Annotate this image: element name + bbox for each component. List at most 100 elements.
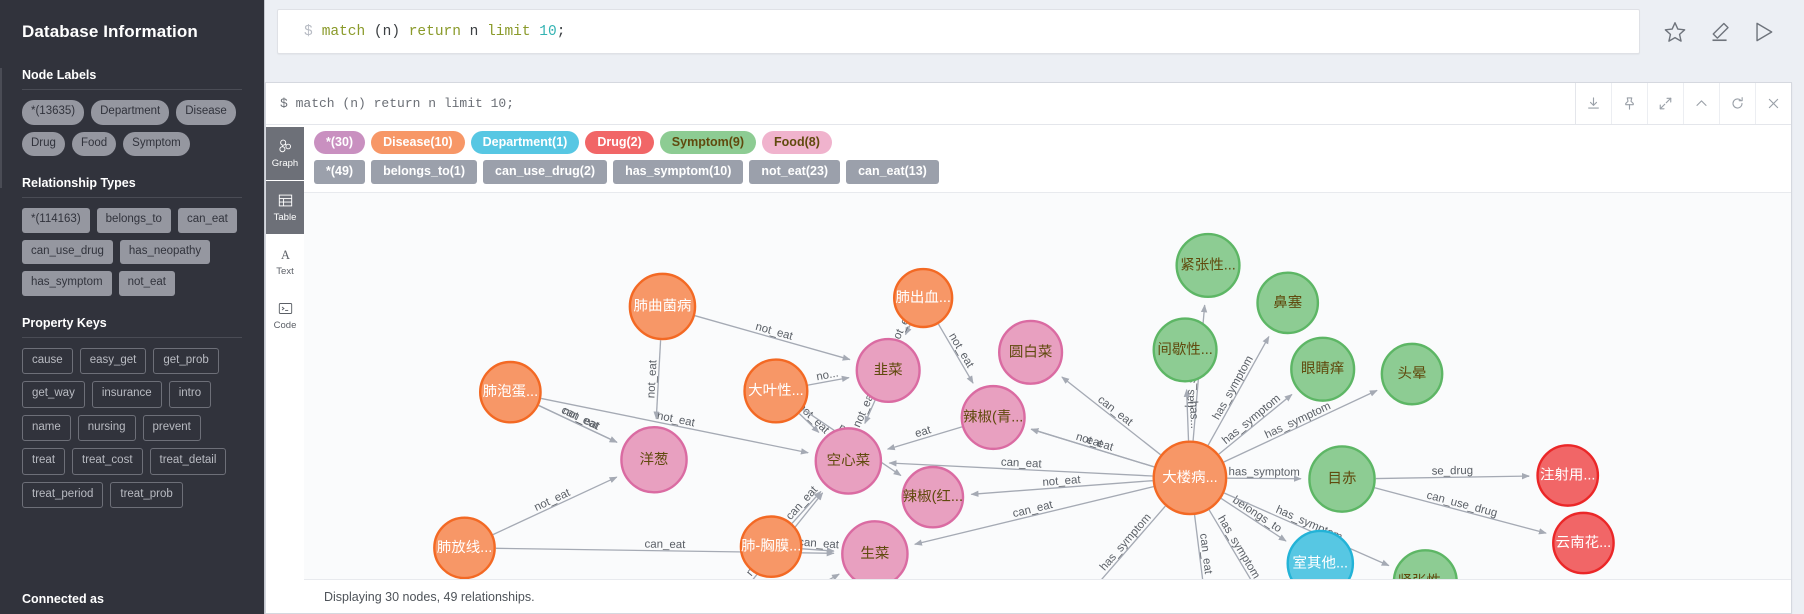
- sidebar-chip[interactable]: treat_period: [22, 481, 104, 508]
- legend-label-chip[interactable]: Food(8): [762, 131, 832, 155]
- graph-node[interactable]: [893, 267, 954, 328]
- graph-node[interactable]: [478, 360, 542, 424]
- sidebar-chip[interactable]: can_use_drug: [22, 239, 113, 264]
- graph-node[interactable]: [998, 319, 1064, 385]
- graph-node[interactable]: [855, 337, 921, 403]
- sidebar-chip[interactable]: treat_cost: [72, 448, 143, 475]
- graph-relationship[interactable]: [886, 425, 963, 450]
- sidebar-chip[interactable]: easy_get: [79, 347, 147, 374]
- fullscreen-icon[interactable]: [1647, 83, 1683, 124]
- tab-graph[interactable]: Graph: [266, 127, 304, 181]
- sidebar-chip[interactable]: Food: [71, 131, 117, 156]
- graph-relationship[interactable]: [1218, 393, 1293, 455]
- sidebar-chip[interactable]: Disease: [176, 100, 236, 125]
- collapse-icon[interactable]: [1683, 83, 1719, 124]
- graph-relationship[interactable]: [802, 547, 835, 554]
- graph-relationship[interactable]: [937, 323, 974, 384]
- sidebar-chip[interactable]: has_symptom: [22, 271, 112, 296]
- graph-relationship[interactable]: [653, 339, 662, 420]
- graph-relationship[interactable]: [904, 324, 912, 336]
- graph-relationship[interactable]: [1208, 509, 1257, 579]
- sidebar-chip[interactable]: *(13635): [22, 100, 85, 125]
- sidebar-chip[interactable]: belongs_to: [96, 208, 171, 233]
- legend-label-chip[interactable]: Department(1): [470, 131, 580, 155]
- graph-node[interactable]: [1536, 443, 1600, 507]
- graph-relationship[interactable]: [791, 490, 822, 524]
- sidebar-chip[interactable]: treat_detail: [149, 448, 227, 475]
- sidebar-chip[interactable]: insurance: [91, 381, 162, 408]
- query-editor-input[interactable]: $match (n) return n limit 10;: [277, 9, 1640, 54]
- graph-node[interactable]: [1552, 511, 1615, 575]
- sidebar-chip[interactable]: Department: [91, 100, 170, 125]
- sidebar-chip[interactable]: Symptom: [123, 131, 190, 156]
- sidebar-chip[interactable]: *(114163): [22, 208, 90, 233]
- graph-relationship[interactable]: [1375, 472, 1530, 480]
- refresh-icon[interactable]: [1719, 83, 1755, 124]
- sidebar-chip[interactable]: has_neopathy: [119, 239, 211, 264]
- sidebar-chip[interactable]: treat: [22, 448, 66, 475]
- sidebar-chip[interactable]: Drug: [22, 131, 65, 156]
- favorite-star-icon[interactable]: [1662, 19, 1688, 45]
- graph-node[interactable]: [1152, 317, 1218, 383]
- graph-node[interactable]: [739, 515, 803, 578]
- sidebar-chip[interactable]: can_eat: [177, 208, 237, 233]
- sidebar-chip[interactable]: intro: [168, 381, 212, 408]
- sidebar-chip[interactable]: not_eat: [118, 271, 175, 296]
- graph-node[interactable]: [1175, 232, 1241, 298]
- graph-relationship[interactable]: [1061, 376, 1161, 455]
- sidebar-chip[interactable]: prevent: [142, 414, 201, 441]
- graph-relationship[interactable]: [1374, 486, 1547, 535]
- graph-relationship[interactable]: [1193, 514, 1205, 579]
- graph-relationship[interactable]: [1183, 388, 1191, 441]
- graph-relationship[interactable]: [540, 397, 809, 455]
- graph-relationship[interactable]: [538, 404, 618, 443]
- legend-label-chip[interactable]: Disease(10): [371, 131, 465, 155]
- graph-relationship[interactable]: [1207, 335, 1270, 446]
- sidebar-chip[interactable]: get_prob: [153, 347, 219, 374]
- sidebar-chip[interactable]: get_way: [22, 381, 85, 408]
- legend-relationship-chip[interactable]: has_symptom(10): [613, 160, 744, 184]
- legend-label-chip[interactable]: Symptom(9): [659, 131, 757, 155]
- graph-node[interactable]: [1256, 271, 1320, 334]
- tab-table[interactable]: Table: [266, 181, 304, 235]
- graph-relationship[interactable]: [970, 479, 1153, 497]
- graph-relationship[interactable]: [1227, 475, 1302, 482]
- legend-relationship-chip[interactable]: belongs_to(1): [371, 160, 478, 184]
- graph-relationship[interactable]: [914, 485, 1154, 546]
- graph-node[interactable]: [620, 425, 688, 494]
- graph-node[interactable]: [1290, 336, 1356, 402]
- graph-relationship[interactable]: [864, 399, 876, 424]
- graph-relationship[interactable]: [888, 459, 1153, 477]
- legend-relationship-chip[interactable]: can_eat(13): [846, 160, 939, 184]
- legend-relationship-chip[interactable]: not_eat(23): [749, 160, 841, 184]
- graph-node[interactable]: [1152, 440, 1228, 516]
- run-play-icon[interactable]: [1750, 19, 1776, 45]
- legend-label-chip[interactable]: Drug(2): [585, 131, 654, 155]
- graph-relationship[interactable]: [1094, 505, 1166, 579]
- pin-icon[interactable]: [1611, 83, 1647, 124]
- graph-node[interactable]: [1286, 529, 1355, 579]
- download-icon[interactable]: [1575, 83, 1611, 124]
- graph-relationship[interactable]: [1223, 389, 1378, 463]
- sidebar-chip[interactable]: nursing: [77, 414, 136, 441]
- sidebar-chip[interactable]: name: [22, 414, 71, 441]
- graph-relationship[interactable]: [798, 412, 820, 433]
- graph-node[interactable]: [1392, 548, 1458, 579]
- close-icon[interactable]: [1755, 83, 1791, 124]
- sidebar-chip[interactable]: treat_prob: [110, 481, 183, 508]
- graph-relationship[interactable]: [694, 314, 851, 361]
- graph-node[interactable]: [960, 384, 1026, 450]
- tab-text[interactable]: A Text: [266, 235, 304, 289]
- graph-node[interactable]: [1380, 342, 1444, 406]
- legend-label-chip[interactable]: *(30): [314, 131, 366, 155]
- graph-relationship[interactable]: [1220, 497, 1287, 542]
- graph-relationship[interactable]: [1030, 427, 1155, 468]
- graph-relationship[interactable]: [492, 476, 618, 535]
- graph-node[interactable]: [743, 358, 809, 424]
- graph-node[interactable]: [628, 272, 697, 341]
- legend-relationship-chip[interactable]: can_use_drug(2): [483, 160, 608, 184]
- legend-relationship-chip[interactable]: *(49): [314, 160, 366, 184]
- graph-node[interactable]: [433, 516, 496, 579]
